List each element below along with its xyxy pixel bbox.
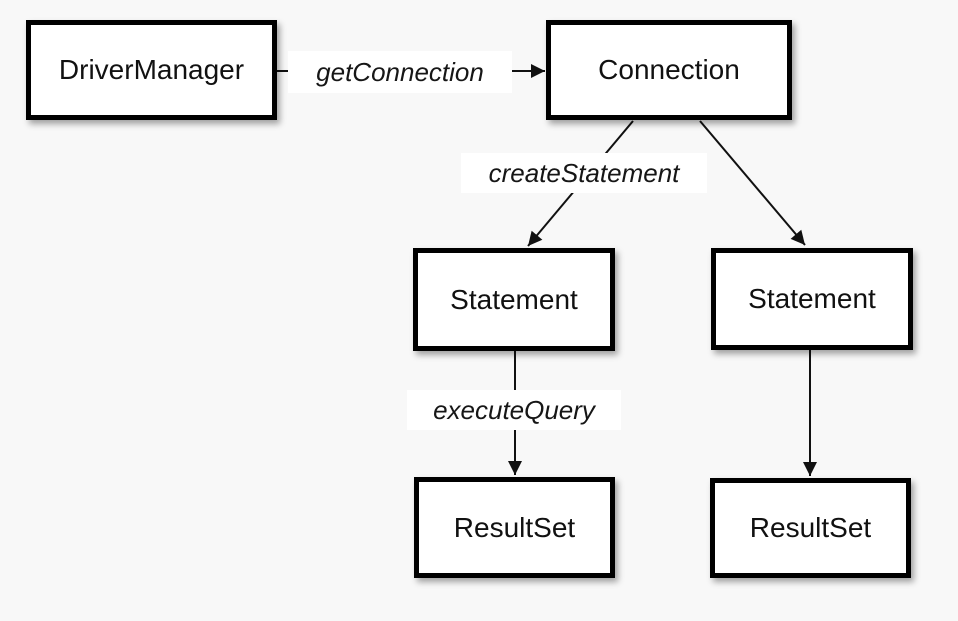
node-resultset-right: ResultSet bbox=[710, 478, 911, 578]
node-resultset-left: ResultSet bbox=[414, 477, 615, 578]
node-statement-right: Statement bbox=[711, 248, 913, 350]
edge-label-createstatement: createStatement bbox=[461, 153, 707, 193]
edge-connection-statement-right-line bbox=[699, 120, 806, 246]
edge-label-executequery: executeQuery bbox=[407, 390, 621, 430]
node-statement-left: Statement bbox=[413, 248, 615, 351]
edge-label-getconnection: getConnection bbox=[288, 51, 512, 93]
node-driver-manager: DriverManager bbox=[26, 20, 277, 120]
node-connection: Connection bbox=[546, 20, 792, 120]
